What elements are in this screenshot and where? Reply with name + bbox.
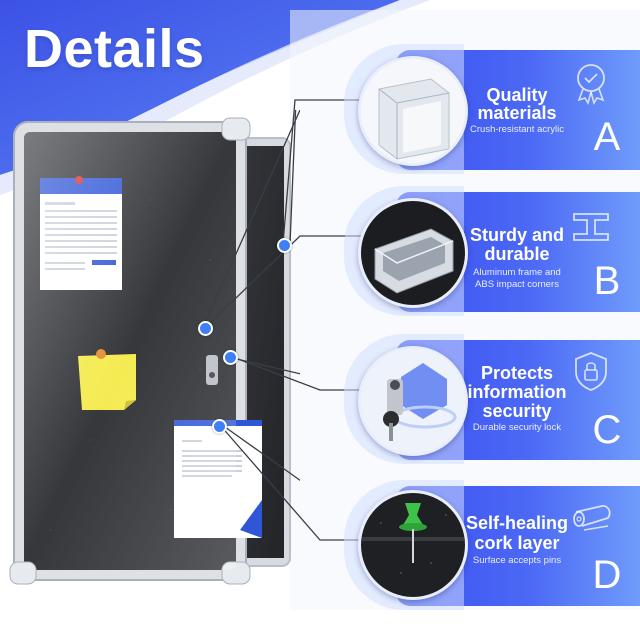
page-title: Details xyxy=(24,19,205,79)
callout-dot-a xyxy=(277,238,292,253)
feature-d-title-line1: Self-healing xyxy=(465,513,568,533)
feature-d-letter: D xyxy=(592,553,622,597)
feature-c-title-line2: information xyxy=(467,382,567,402)
feature-a-letter: A xyxy=(593,115,621,159)
feature-a-title-line2: materials xyxy=(477,103,557,123)
feature-b-subtitle-line1: Aluminum frame and xyxy=(473,267,561,278)
feature-b-title-line2: durable xyxy=(484,244,550,264)
feature-c-title-line3: security xyxy=(482,401,552,421)
callout-dot-c xyxy=(223,350,238,365)
feature-d-subtitle: Surface accepts pins xyxy=(472,555,562,566)
feature-d-title-line2: cork layer xyxy=(474,533,560,553)
quality-badge-icon xyxy=(577,64,605,106)
feature-b-title-line1: Sturdy and xyxy=(469,225,564,245)
cork-layer-image xyxy=(358,490,468,600)
callout-dot-b xyxy=(198,321,213,336)
acrylic-image xyxy=(358,56,468,166)
wood-log-icon xyxy=(573,505,611,531)
feature-c-letter: C xyxy=(592,408,622,452)
shield-lock-icon xyxy=(575,352,607,391)
feature-b-subtitle-line2: ABS impact corners xyxy=(475,279,559,290)
aluminum-frame-image xyxy=(358,198,468,308)
feature-a-title-line1: Quality xyxy=(486,85,548,105)
feature-b-letter: B xyxy=(593,259,621,303)
i-beam-icon xyxy=(573,213,609,241)
feature-c-title-line1: Protects xyxy=(480,363,554,383)
callout-dot-d xyxy=(212,419,227,434)
feature-a-subtitle: Crush-resistant acrylic xyxy=(470,124,564,135)
feature-c-subtitle: Durable security lock xyxy=(472,422,562,433)
bulletin-board xyxy=(9,110,300,585)
security-lock-image xyxy=(358,346,468,456)
